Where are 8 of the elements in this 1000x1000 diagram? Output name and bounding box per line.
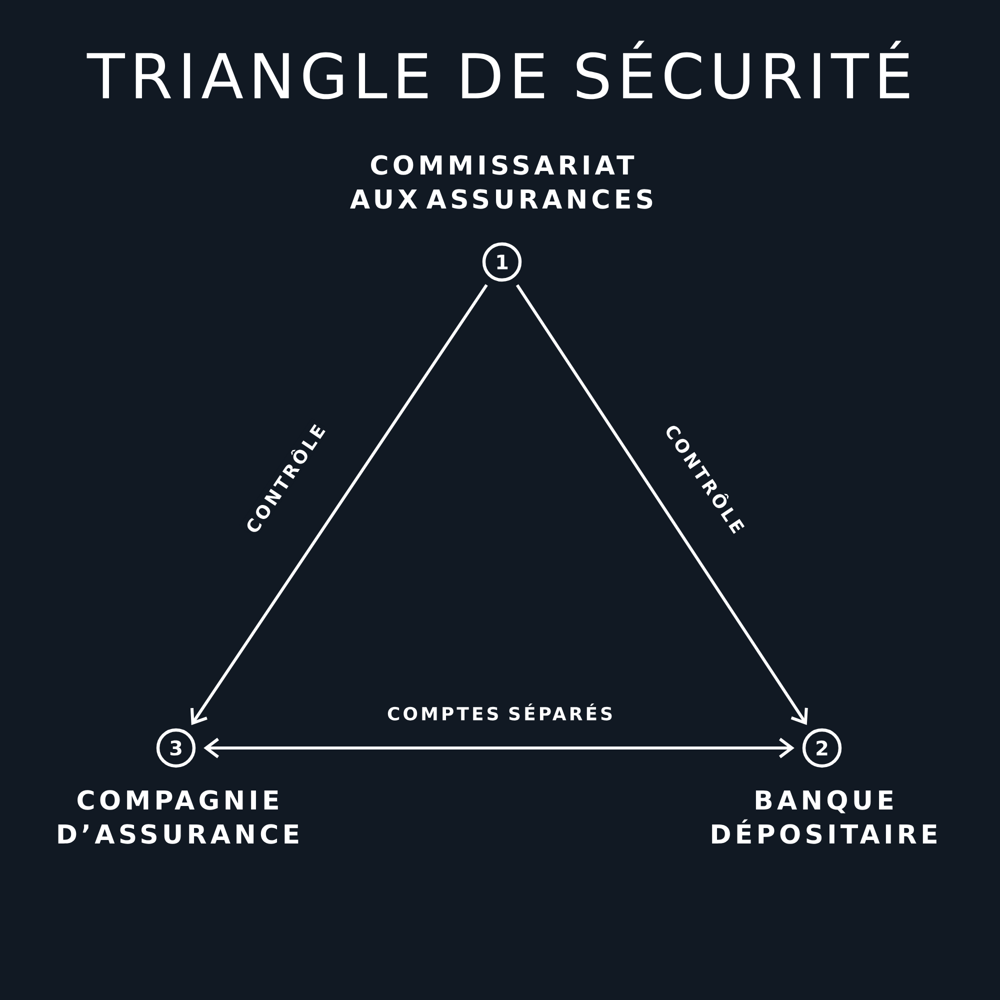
node-label: COMMISSARIAT AUX ASSURANCES <box>350 155 652 209</box>
arrow <box>516 284 808 725</box>
node-label: BANQUE DÉPOSITAIRE <box>712 790 936 844</box>
arrow <box>190 284 488 726</box>
node-label: COMPAGNIE D’ASSURANCE <box>58 790 298 844</box>
title: TRIANGLE DE SÉCURITÉ <box>86 40 910 100</box>
arrow <box>204 738 794 758</box>
edge-label: COMPTES SÉPARÉS <box>385 702 616 722</box>
